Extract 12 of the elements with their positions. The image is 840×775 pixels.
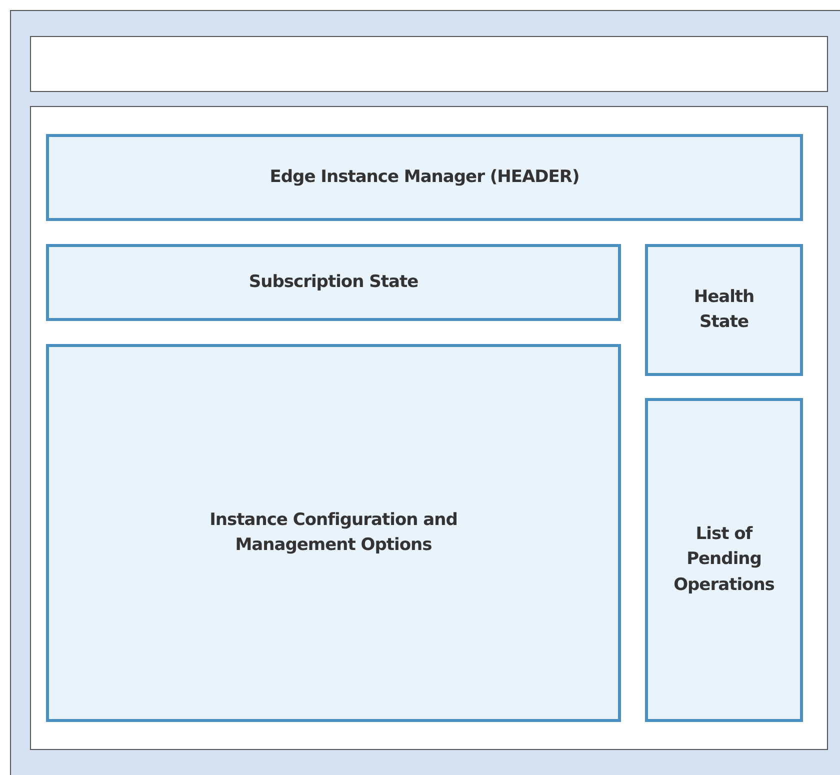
section-label: Instance Configuration and Management Options — [208, 508, 458, 557]
section-label: Health State — [692, 286, 756, 334]
section-label: List of Pending Operations — [672, 522, 776, 597]
section-label: Subscription State — [248, 270, 418, 294]
panel-box — [30, 36, 828, 92]
section-box — [645, 398, 803, 722]
section-label: Edge Instance Manager (HEADER) — [270, 166, 580, 189]
section-box — [46, 134, 803, 221]
section-box — [46, 244, 621, 321]
section-box — [645, 244, 803, 376]
section-box — [46, 344, 621, 722]
panel-box — [30, 106, 828, 750]
